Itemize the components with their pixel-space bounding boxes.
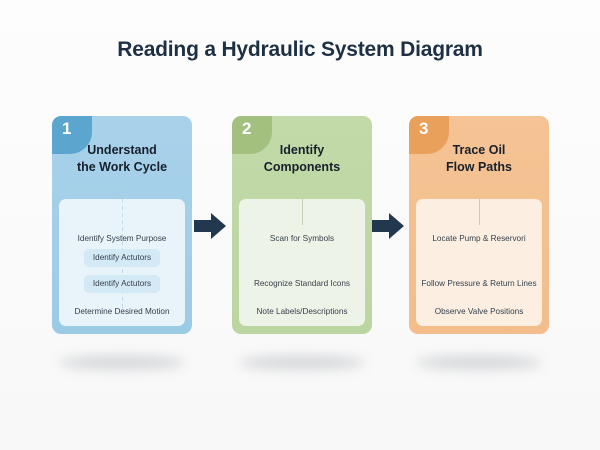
step-item-label: Note Labels/Descriptions — [256, 307, 348, 316]
step-item-label: Identify Actutors — [83, 275, 161, 293]
flow-connector-line — [478, 199, 480, 225]
step-item-list-1: Identify System Purpose Identify Actutor… — [59, 199, 185, 326]
list-item[interactable]: Identify Actutors — [59, 249, 185, 267]
step-detail-panel-3: Locate Pump & Reservori Follow Pressure … — [416, 199, 542, 326]
card-shadow — [416, 356, 542, 369]
card-shadow — [239, 356, 365, 369]
step-number-badge-2: 2 — [232, 116, 272, 154]
step-item-list-2: Scan for Symbols Recognize Standard Icon… — [239, 199, 365, 326]
step-item-label: Determine Desired Motion — [74, 307, 170, 316]
step-heading-line: Trace Oil — [452, 143, 506, 157]
step-item-label: Observe Valve Positions — [434, 307, 524, 316]
arrow-step2-to-step3-icon — [372, 213, 404, 239]
list-item[interactable]: Recognize Standard Icons — [239, 275, 365, 293]
list-item[interactable]: Observe Valve Positions — [409, 303, 549, 321]
step-card-1[interactable]: 1 Understand the Work Cycle Identify Sys… — [52, 116, 192, 334]
step-number-badge-3: 3 — [409, 116, 449, 154]
step-heading-1: Understand the Work Cycle — [52, 142, 192, 176]
step-heading-line: Components — [263, 160, 341, 174]
list-item[interactable]: Determine Desired Motion — [59, 303, 185, 321]
step-detail-panel-2: Scan for Symbols Recognize Standard Icon… — [239, 199, 365, 326]
step-item-label: Identify System Purpose — [77, 234, 167, 243]
step-heading-2: Identify Components — [232, 142, 372, 176]
step-card-2[interactable]: 2 Identify Components Scan for Symbols R… — [232, 116, 372, 334]
flow-connector-line — [301, 199, 303, 225]
step-number-1: 1 — [62, 119, 72, 138]
step-number-3: 3 — [419, 119, 429, 138]
step-item-label: Recognize Standard Icons — [253, 279, 351, 288]
step-number-badge-1: 1 — [52, 116, 92, 154]
card-shadow — [59, 356, 185, 369]
step-item-list-3: Locate Pump & Reservori Follow Pressure … — [416, 199, 542, 326]
step-item-label: Locate Pump & Reservori — [432, 234, 526, 243]
step-card-3[interactable]: 3 Trace Oil Flow Paths Locate Pump & Res… — [409, 116, 549, 334]
list-item[interactable]: Locate Pump & Reservori — [409, 230, 549, 248]
list-item[interactable]: Identify Actutors — [59, 275, 185, 293]
list-item[interactable]: Identify System Purpose — [59, 230, 185, 248]
step-heading-line: Flow Paths — [446, 160, 512, 174]
step-number-2: 2 — [242, 119, 252, 138]
step-item-label: Scan for Symbols — [269, 234, 335, 243]
step-item-label: Identify Actutors — [83, 249, 161, 267]
step-heading-line: Understand — [87, 143, 157, 157]
arrow-step1-to-step2-icon — [194, 213, 226, 239]
steps-row: 1 Understand the Work Cycle Identify Sys… — [0, 116, 600, 369]
list-item[interactable]: Scan for Symbols — [239, 230, 365, 248]
step-detail-panel-1: Identify System Purpose Identify Actutor… — [59, 199, 185, 326]
step-heading-3: Trace Oil Flow Paths — [409, 142, 549, 176]
page-title: Reading a Hydraulic System Diagram — [117, 38, 483, 61]
list-item[interactable]: Follow Pressure & Return Lines — [409, 275, 549, 293]
step-heading-line: the Work Cycle — [76, 160, 168, 174]
step-heading-line: Identify — [279, 143, 325, 157]
list-item[interactable]: Note Labels/Descriptions — [239, 303, 365, 321]
step-item-label: Follow Pressure & Return Lines — [421, 279, 537, 288]
